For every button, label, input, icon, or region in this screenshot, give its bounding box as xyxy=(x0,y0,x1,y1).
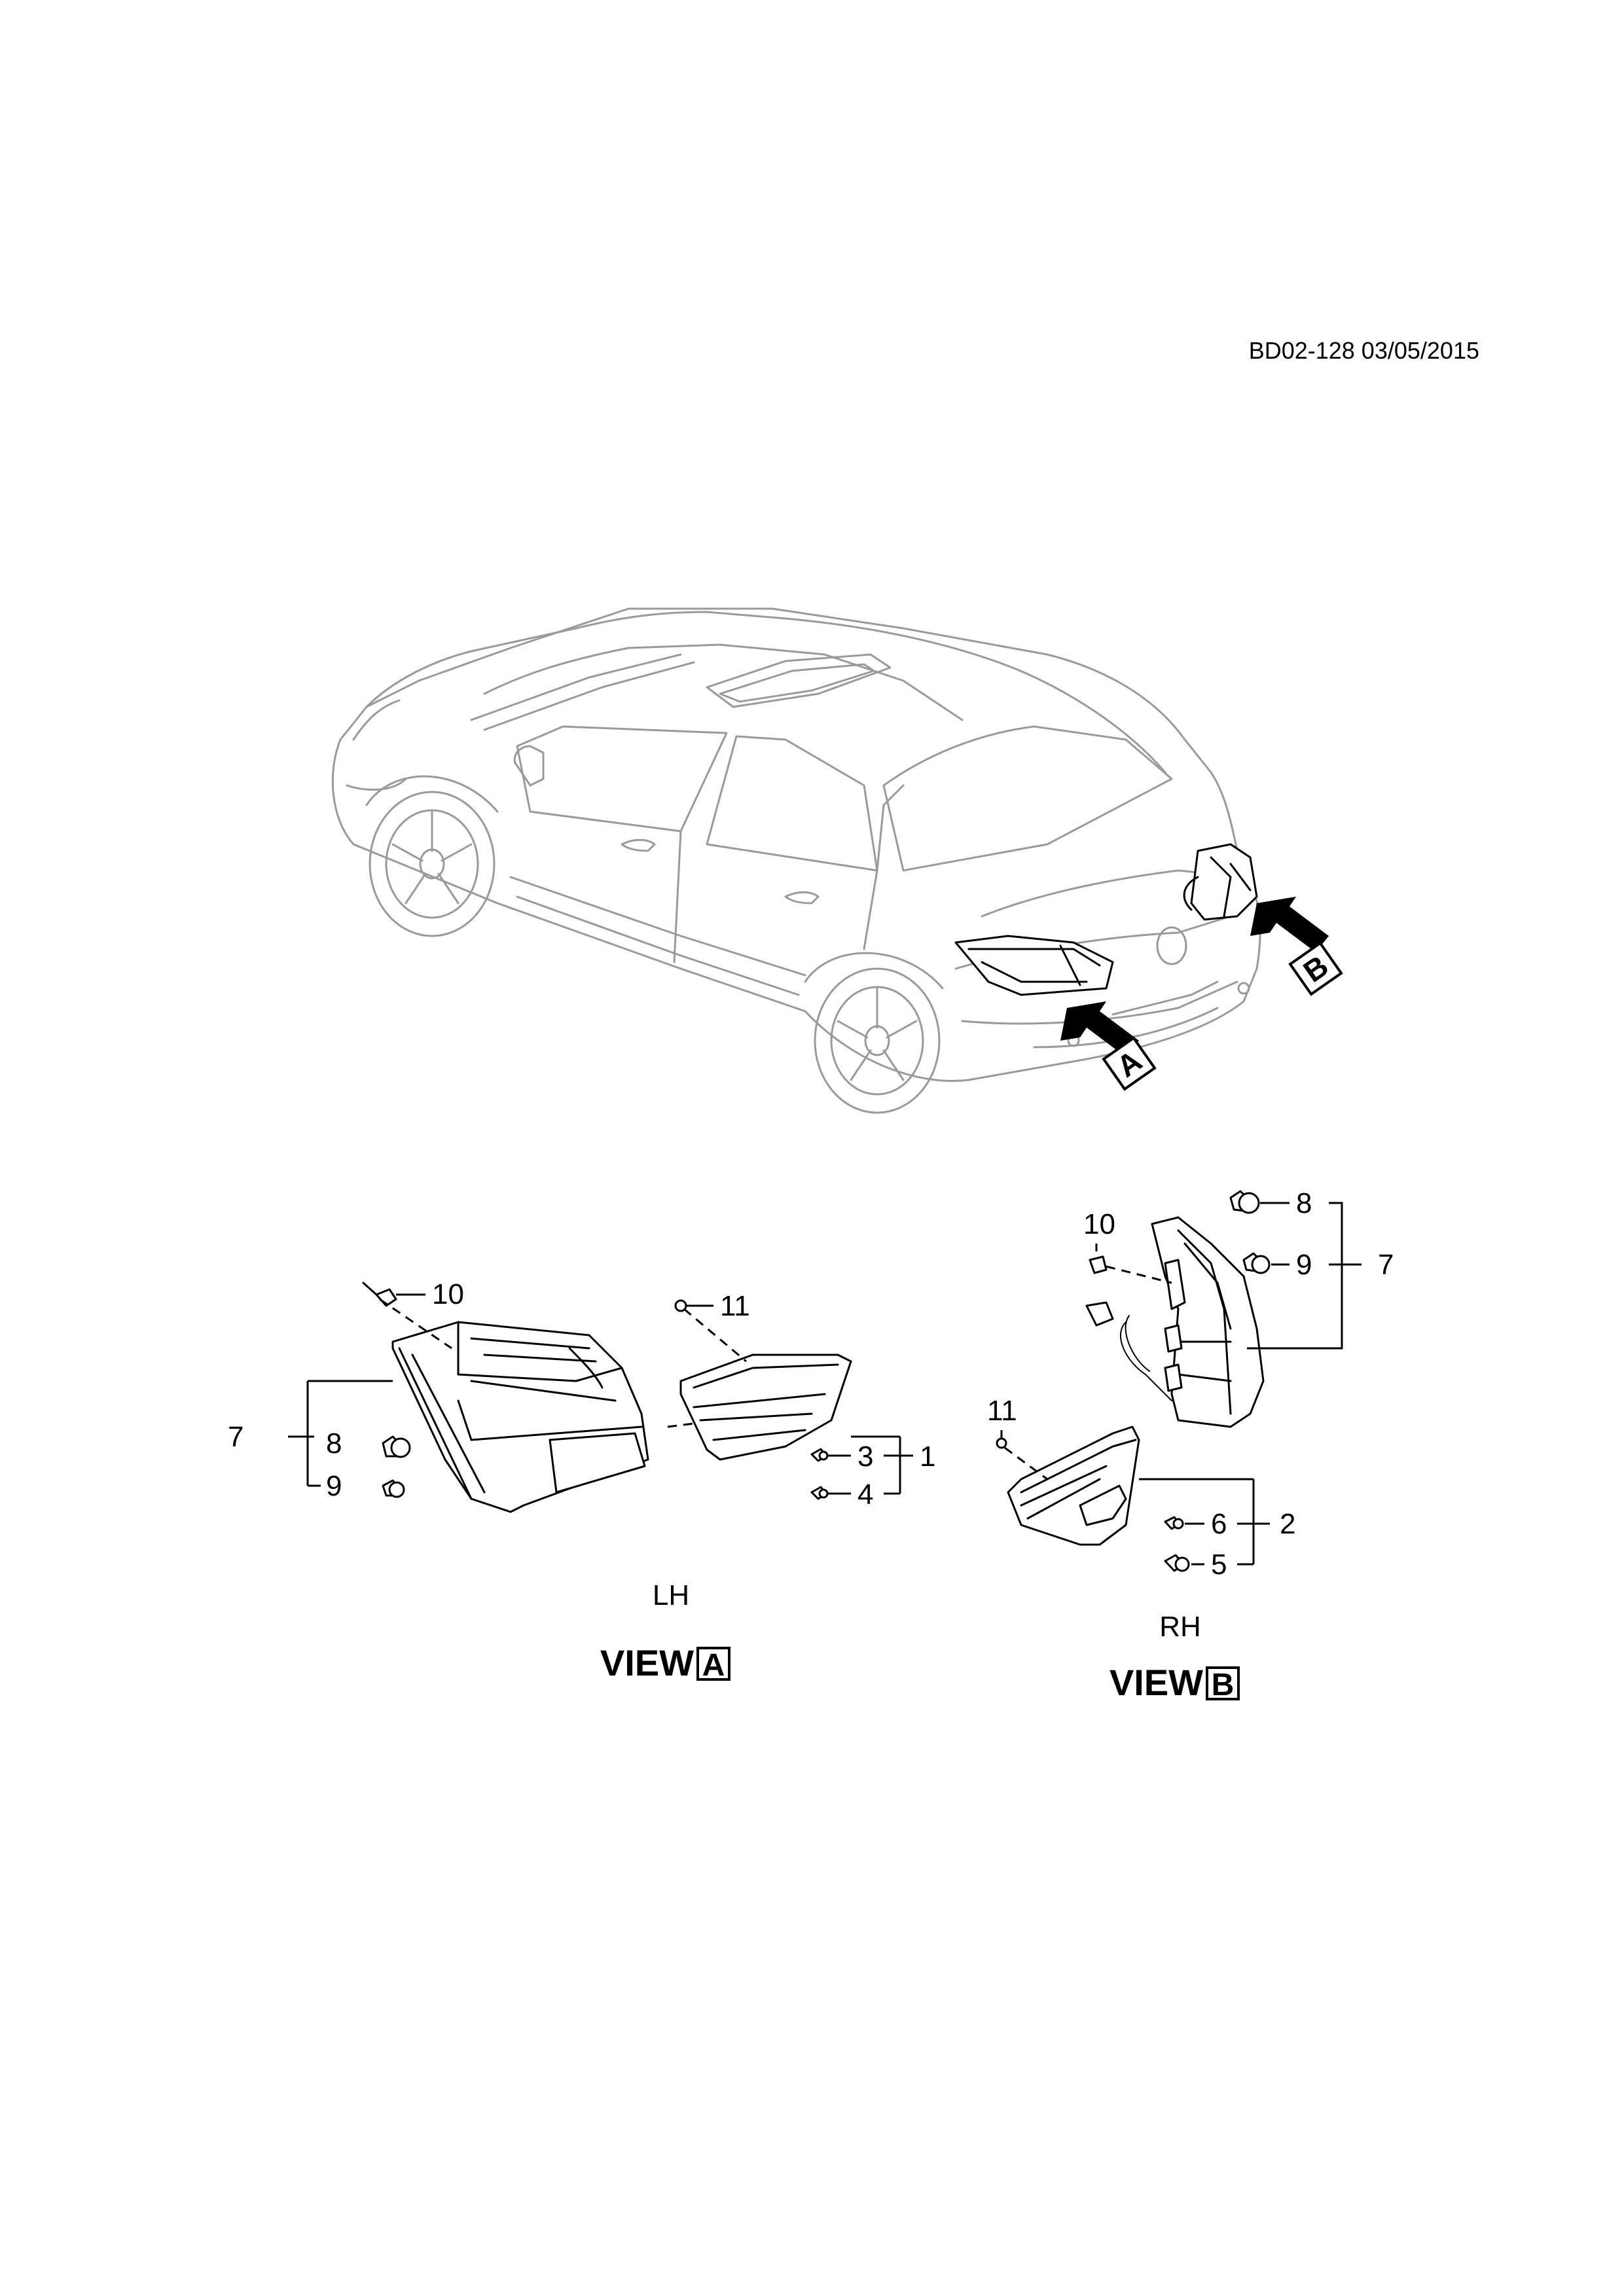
rh-bulb-6 xyxy=(1164,1516,1184,1530)
rh-bulb-9 xyxy=(1242,1252,1271,1274)
lh-bulb-3 xyxy=(810,1448,829,1462)
callout-lh-10: 10 xyxy=(432,1278,464,1310)
view-b-side-label: RH xyxy=(1159,1611,1201,1643)
rh-wiring-harness xyxy=(1119,1321,1172,1401)
callout-lh-9: 9 xyxy=(326,1470,342,1502)
rear-emblem xyxy=(1156,926,1187,965)
view-b-letter: B xyxy=(1212,1668,1235,1702)
rear-wheel xyxy=(804,952,944,1114)
rh-tail-lamp-on-vehicle xyxy=(1183,843,1258,921)
rh-screw-10 xyxy=(1089,1255,1108,1274)
trunk-lid xyxy=(981,869,1245,918)
callout-rh-7: 7 xyxy=(1378,1249,1394,1281)
callout-rh-11: 11 xyxy=(987,1395,1017,1427)
rh-outer-tail-lamp xyxy=(1151,1216,1265,1428)
callout-lh-11: 11 xyxy=(720,1290,750,1322)
view-b-rh-assembly xyxy=(996,1190,1362,1572)
callout-lh-1: 1 xyxy=(920,1441,935,1473)
callout-lh-4: 4 xyxy=(857,1479,873,1511)
side-window-rear xyxy=(706,735,878,872)
view-a-letter: A xyxy=(702,1648,725,1683)
callout-rh-5: 5 xyxy=(1211,1549,1227,1581)
document-reference: BD02-128 03/05/2015 xyxy=(1249,337,1479,364)
callout-lh-7: 7 xyxy=(228,1421,244,1453)
side-window-front xyxy=(516,725,728,833)
rh-nut-11 xyxy=(996,1437,1007,1449)
lh-outer-tail-lamp xyxy=(391,1321,649,1513)
callout-lh-8: 8 xyxy=(326,1427,342,1460)
rear-window xyxy=(882,725,1173,872)
rh-bulb-8 xyxy=(1229,1190,1260,1214)
view-a-side-label: LH xyxy=(653,1579,689,1611)
side-mirror xyxy=(513,745,545,787)
callout-rh-2: 2 xyxy=(1280,1508,1295,1540)
vehicle-roof xyxy=(365,611,1166,774)
rh-bulb-5 xyxy=(1164,1554,1190,1572)
lh-bulb-4 xyxy=(810,1486,829,1500)
view-b-caption: VIEW B xyxy=(1110,1662,1240,1703)
view-b-title: VIEW xyxy=(1110,1662,1203,1703)
view-b-arrow: B xyxy=(1250,897,1343,996)
callout-rh-10: 10 xyxy=(1083,1208,1115,1240)
callout-lh-3: 3 xyxy=(857,1441,873,1473)
lh-inner-tail-lamp xyxy=(679,1354,852,1461)
lh-tail-lamp-on-vehicle xyxy=(954,935,1114,996)
view-a-lh-assembly xyxy=(288,1282,913,1513)
lh-bulb-8 xyxy=(382,1435,411,1458)
callout-rh-6: 6 xyxy=(1211,1508,1227,1540)
front-wheel xyxy=(365,775,499,937)
lh-bulb-9 xyxy=(382,1479,405,1498)
callout-rh-8: 8 xyxy=(1296,1187,1312,1219)
view-a-title: VIEW xyxy=(600,1642,694,1683)
lh-screw-10 xyxy=(362,1282,397,1307)
sunroof xyxy=(706,653,892,708)
view-a-arrow: A xyxy=(1060,1001,1157,1091)
view-a-caption: VIEW A xyxy=(600,1642,731,1683)
callout-rh-9: 9 xyxy=(1296,1249,1312,1281)
